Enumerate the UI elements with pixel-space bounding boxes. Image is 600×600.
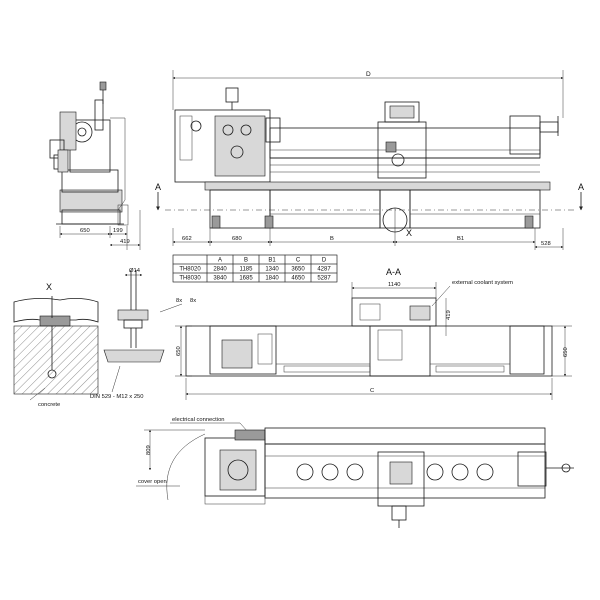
label-cover-open: cover open bbox=[138, 479, 167, 485]
spec-table-header: C bbox=[296, 258, 301, 264]
spec-table-cell: 3650 bbox=[291, 267, 305, 273]
front-view: D X bbox=[155, 70, 584, 250]
label-coolant: external coolant system bbox=[452, 280, 513, 286]
spec-table-cell: 3840 bbox=[213, 276, 227, 282]
label-din: DIN 529 - M12 x 250 bbox=[90, 394, 144, 400]
dim-D: D bbox=[366, 71, 371, 78]
dim-809: 809 bbox=[146, 445, 152, 455]
spec-table-cell: 1685 bbox=[239, 276, 253, 282]
spec-table-header: A bbox=[218, 258, 222, 264]
spec-table-cell: 1185 bbox=[240, 267, 254, 273]
spec-table-cell: 4287 bbox=[317, 267, 331, 273]
side-view: 650 199 419 bbox=[49, 81, 141, 250]
section-aa-view: A-A 1140 external coolant system 419 650 bbox=[175, 267, 572, 400]
spec-table-cell: 1340 bbox=[265, 267, 279, 273]
spec-table-cell: 5287 bbox=[317, 276, 331, 282]
dim-B1: B1 bbox=[457, 236, 464, 242]
spec-table-cell: 4650 bbox=[291, 276, 305, 282]
spec-table-cell: TH8030 bbox=[179, 276, 201, 282]
label-electrical: electrical connection bbox=[172, 417, 225, 423]
dim-C: C bbox=[370, 388, 374, 394]
spec-table-header: B bbox=[244, 258, 248, 264]
dim-1140: 1140 bbox=[388, 282, 400, 288]
spec-table-cell: TH8020 bbox=[179, 267, 201, 273]
section-A-left: A bbox=[155, 182, 161, 192]
label-concrete: concrete bbox=[38, 402, 60, 408]
spec-table-cell-border bbox=[172, 254, 208, 265]
dim-650-plan-right: 650 bbox=[563, 347, 569, 357]
dim-650-plan-left: 650 bbox=[176, 346, 182, 356]
spec-table-cell: 2840 bbox=[213, 267, 227, 273]
spec-table-header: D bbox=[322, 258, 327, 264]
dim-528: 528 bbox=[541, 241, 551, 247]
section-AA-title: A-A bbox=[386, 267, 401, 277]
spec-table-cell-border bbox=[310, 272, 338, 283]
dim-419-plan: 419 bbox=[446, 310, 452, 320]
spec-table-cell: 1840 bbox=[265, 276, 279, 282]
dim-680: 680 bbox=[232, 236, 242, 242]
spec-table-header: B1 bbox=[268, 258, 276, 264]
label-8x-1: 8x bbox=[176, 298, 182, 304]
dim-419-side: 419 bbox=[120, 239, 130, 245]
dim-650-side: 650 bbox=[80, 228, 90, 234]
label-8x-2: 8x bbox=[190, 298, 196, 304]
detail-X-title: X bbox=[46, 282, 52, 292]
dim-B: B bbox=[330, 236, 334, 242]
dim-199: 199 bbox=[113, 228, 123, 234]
section-A-right: A bbox=[578, 182, 584, 192]
detail-x: X concrete bbox=[13, 282, 99, 408]
dim-phi14: Ø14 bbox=[129, 268, 141, 274]
top-view: electrical connection cover open 809 bbox=[136, 417, 574, 528]
marker-X: X bbox=[406, 228, 412, 238]
leveling-foot: Ø14 8x 8x DIN 529 - M12 x 250 bbox=[90, 268, 196, 400]
dim-662: 662 bbox=[182, 236, 192, 242]
